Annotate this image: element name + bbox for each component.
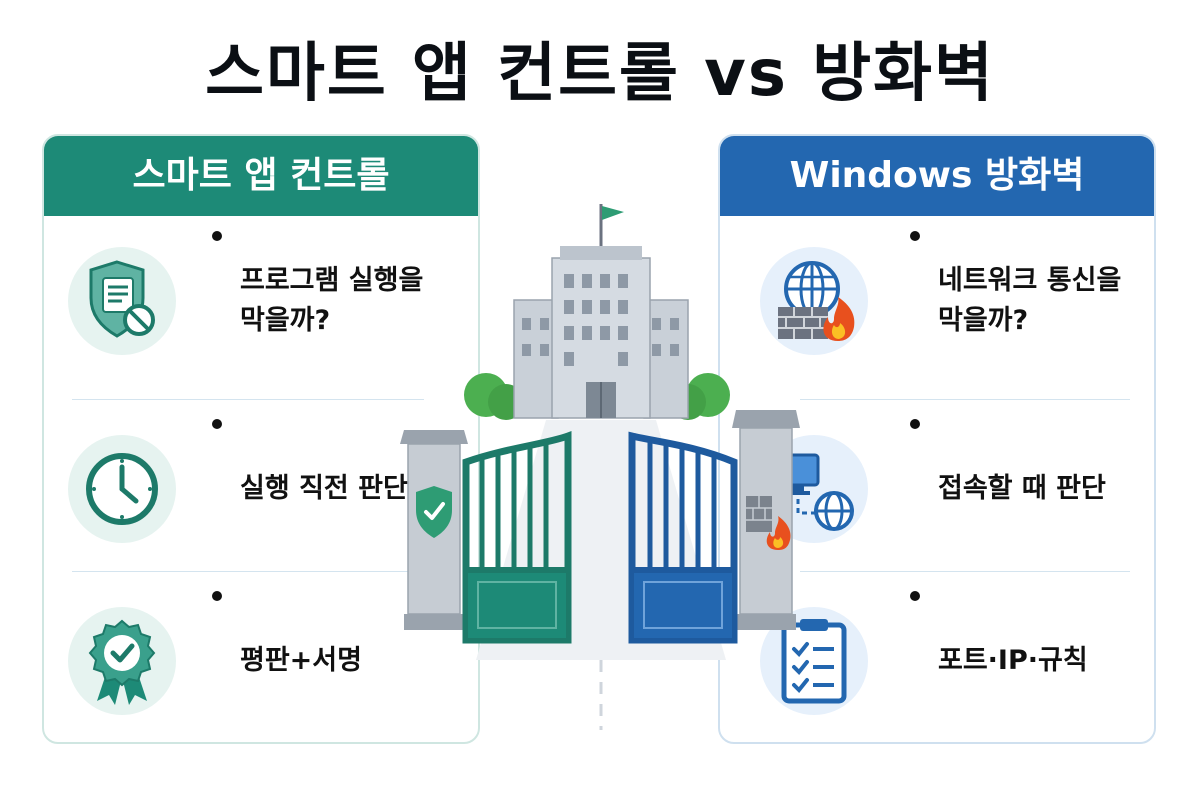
item-text: 접속할 때 판단 (938, 473, 1106, 504)
smart-app-control-panel: 스마트 앱 컨트롤 프로그램 실행을 막을까? (42, 134, 480, 744)
gate-icon (462, 431, 572, 644)
gate-icon (628, 431, 738, 644)
brick-fire-icon (746, 496, 791, 550)
left-pillar (400, 430, 468, 630)
building-icon (513, 246, 689, 419)
divider (72, 399, 424, 400)
divider (72, 571, 424, 572)
item-text: 평판+서명 (240, 645, 362, 676)
item-text: 프로그램 실행을 막을까? (240, 265, 424, 336)
shield-document-block-icon (68, 247, 176, 355)
flag-icon (599, 204, 624, 246)
item-text: 실행 직전 판단 (240, 473, 408, 504)
bullet (212, 419, 222, 429)
list-item: 프로그램 실행을 막을까? (44, 216, 478, 386)
bullet (910, 419, 920, 429)
bullet (212, 231, 222, 241)
item-text: 네트워크 통신을 막을까? (938, 265, 1122, 336)
shield-check-icon (416, 486, 452, 538)
page-title: 스마트 앱 컨트롤 vs 방화벽 (205, 37, 995, 111)
divider (800, 571, 1130, 572)
bullet (212, 591, 222, 601)
divider (800, 399, 1130, 400)
list-item: 실행 직전 판단 (44, 404, 478, 574)
globe-brick-wall-fire-icon (760, 247, 868, 355)
list-item: 평판+서명 (44, 576, 478, 742)
smart-app-control-header: 스마트 앱 컨트롤 (44, 136, 478, 216)
item-text: 포트·IP·규칙 (938, 645, 1088, 676)
bullet (910, 591, 920, 601)
award-badge-icon (68, 607, 176, 715)
gate-illustration (396, 190, 806, 750)
bullet (910, 231, 920, 241)
windows-firewall-header: Windows 방화벽 (720, 136, 1154, 216)
clock-icon (68, 435, 176, 543)
list-item: 네트워크 통신을 막을까? (720, 216, 1154, 386)
